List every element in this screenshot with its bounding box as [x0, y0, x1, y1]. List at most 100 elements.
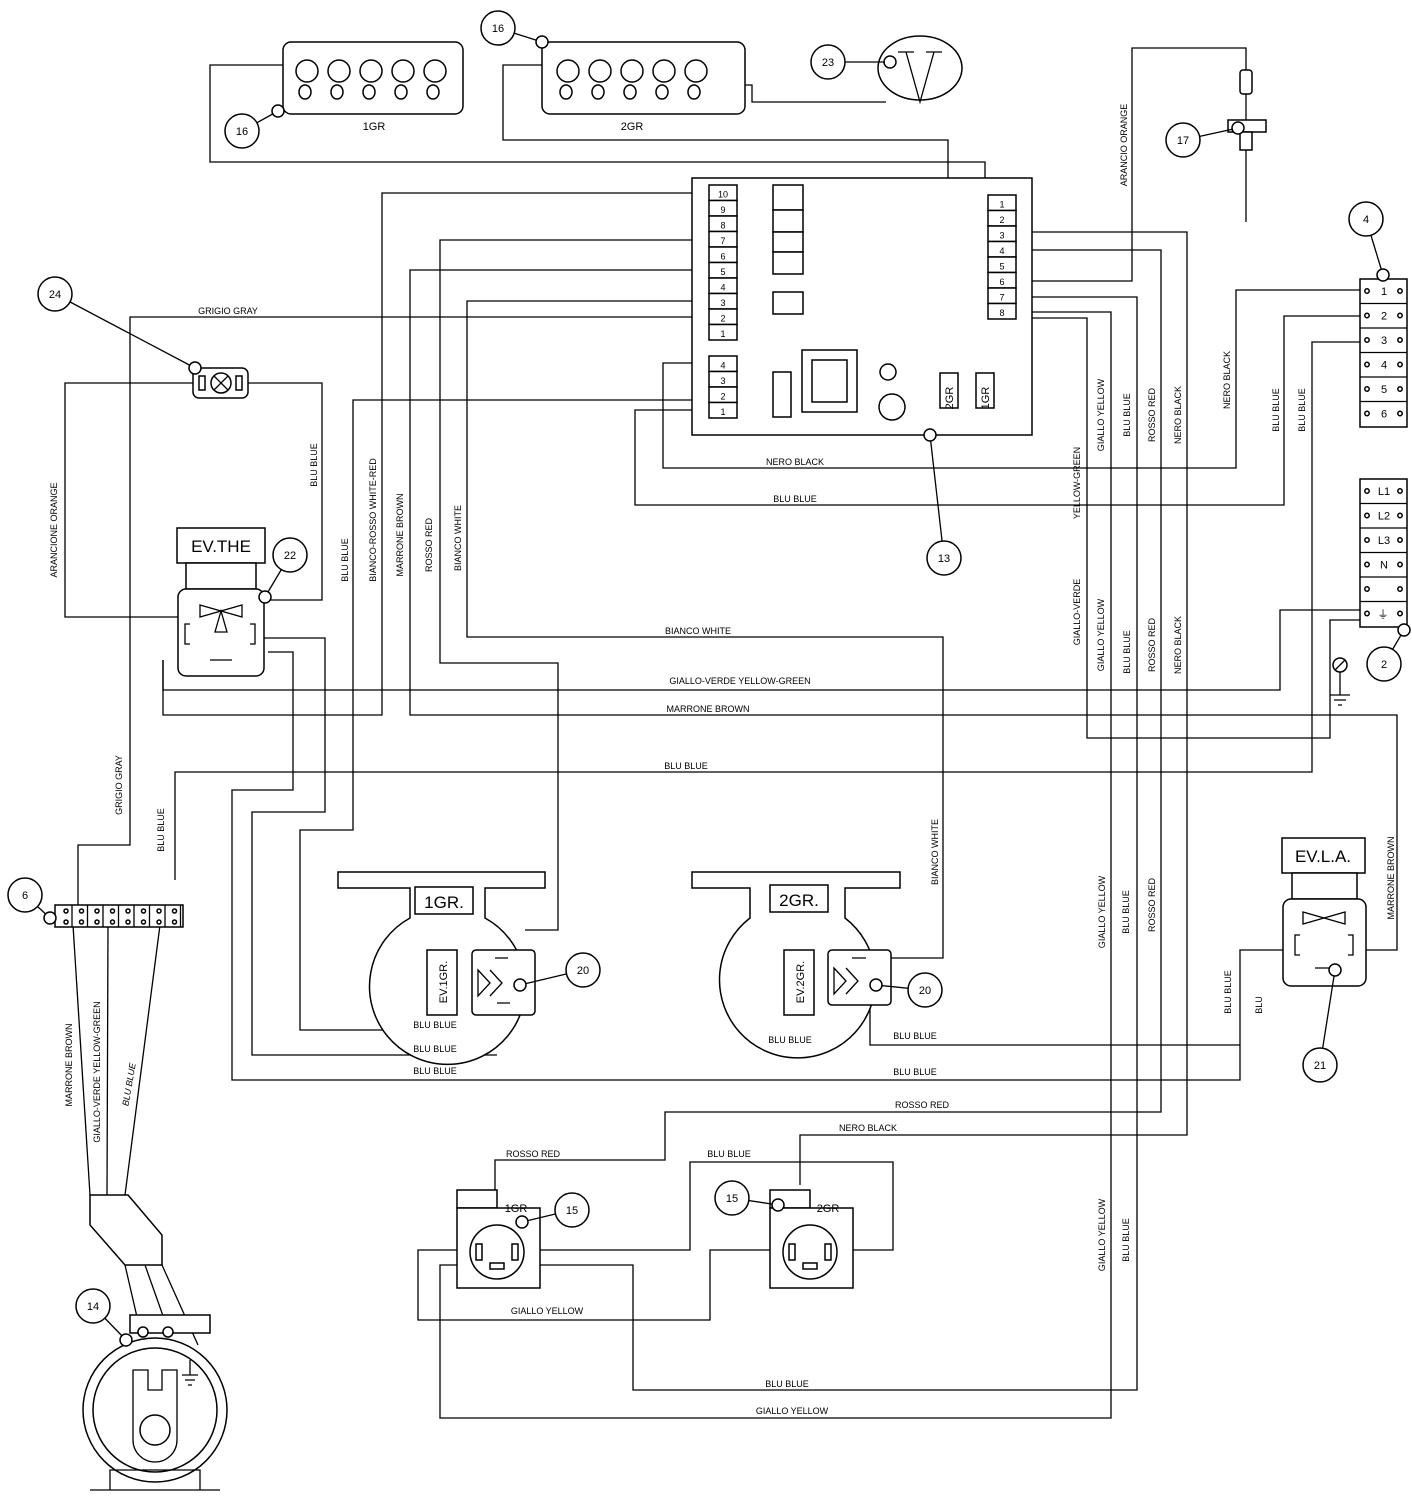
keypad-1gr-led — [426, 84, 440, 100]
wire-pressure-blu — [522, 1161, 894, 1251]
keypad-2gr-led — [687, 84, 701, 100]
callout-number: 20 — [919, 985, 931, 997]
group-2gr: 2GR. EV.2GR. — [691, 871, 901, 1059]
wire-label-rosso-red-h: ROSSO RED — [895, 1100, 950, 1110]
callout-c22 — [272, 537, 308, 573]
wire-nero-black-2 — [799, 231, 1188, 1185]
keypad-1gr-led — [330, 84, 344, 100]
wire-label-nero-black-h: NERO BLACK — [766, 457, 824, 467]
callout-number: 24 — [49, 289, 61, 301]
wire-label-marrone-brown-v3: MARRONE BROWN — [64, 1024, 74, 1107]
board-right-pin: 3 — [999, 231, 1004, 241]
callout-c24 — [37, 276, 73, 312]
wire-label-blu-blue-h4: BLU BLUE — [707, 1149, 751, 1159]
board-right-pin: 4 — [999, 246, 1004, 256]
board-left-pin: 8 — [720, 221, 725, 231]
keypad-2gr-label: 2GR — [621, 121, 644, 133]
callout-number: 15 — [726, 1193, 738, 1205]
wire-label-blu-blue-v3: BLU BLUE — [1271, 388, 1281, 432]
wire-label-rosso-red-h2: ROSSO RED — [506, 1149, 561, 1159]
wire-lamp-blu — [243, 382, 323, 601]
wire-label-bianco-white-h: BIANCO WHITE — [665, 626, 731, 636]
board-small-pin: 2 — [720, 392, 725, 402]
keypad-2gr-button-icon — [620, 59, 644, 83]
wire-giallo-verde — [162, 609, 1367, 691]
wire-bianco-rosso — [162, 192, 709, 716]
callout-c21 — [1302, 1047, 1338, 1083]
sensor-23 — [877, 35, 963, 105]
terminal-top-label: 1 — [1381, 286, 1387, 298]
keypad-2gr-led — [559, 84, 573, 100]
keypad-1gr-led — [394, 84, 408, 100]
pressure-switch-2gr: 2GR — [769, 1189, 854, 1289]
wire-ev2-blu — [869, 1005, 1240, 1046]
pump-motor-14 — [82, 1194, 228, 1491]
terminal-top-label: 4 — [1381, 360, 1387, 372]
wire-evthe-blu-2 — [231, 651, 1297, 1081]
keypad-2gr-led — [655, 84, 669, 100]
board-left-pin: 10 — [718, 190, 728, 200]
board-2gr-label: 2GR — [944, 387, 956, 410]
keypad-1gr-label: 1GR — [363, 121, 386, 133]
callout-c16a — [224, 113, 260, 149]
board-small-pin: 4 — [720, 361, 725, 371]
ev-la-valve: EV.L.A. — [1281, 837, 1367, 987]
ground-terminal — [1330, 665, 1350, 706]
wire-label-giallo-verde-long: GIALLO-VERDE YELLOW-GREEN — [92, 1001, 102, 1142]
keypad-1gr-button-icon — [295, 59, 319, 83]
callout-number: 16 — [236, 126, 248, 138]
keypad-2gr-button-icon — [588, 59, 612, 83]
callout-c17 — [1165, 122, 1201, 158]
wire-giallo-yellow — [439, 311, 1112, 1419]
wire-label-blu-blue-v5: BLU BLUE — [1122, 630, 1132, 674]
wire-label-giallo-yellow-v1: GIALLO YELLOW — [1096, 378, 1106, 451]
board-right-pin: 6 — [999, 277, 1004, 287]
wire-label-marrone-brown-v: MARRONE BROWN — [395, 494, 405, 577]
wire-label-giallo-yellow-h2: GIALLO YELLOW — [756, 1406, 829, 1416]
keypad-2gr-led — [623, 84, 637, 100]
wire-label-blu-blue-lamp: BLU BLUE — [309, 443, 319, 487]
board-right-pin: 8 — [999, 308, 1004, 318]
wire-yellow-green-2 — [1018, 317, 1367, 739]
wire-label-nero-black-v4: NERO BLACK — [1173, 616, 1183, 674]
keypad-1gr-led — [298, 84, 312, 100]
board-right-pin: 2 — [999, 215, 1004, 225]
callout-number: 21 — [1314, 1060, 1326, 1072]
pressure-switch-1gr: 1GR — [456, 1189, 541, 1289]
wire-label-grigio-gray: GRIGIO GRAY — [198, 306, 258, 316]
wire-pressure-giallo — [417, 1249, 790, 1321]
group-2gr-label: 2GR. — [779, 891, 819, 910]
wire-label-rosso-red-v: ROSSO RED — [424, 517, 434, 572]
callout-number: 20 — [577, 965, 589, 977]
terminal-bottom-label: N — [1380, 560, 1388, 572]
callout-c15a — [554, 1192, 590, 1228]
callout-c20a — [565, 952, 601, 988]
callout-c16b — [480, 10, 516, 46]
ev-1gr-label: EV.1GR. — [438, 961, 450, 1003]
callout-number: 6 — [22, 890, 28, 902]
lamp-24 — [192, 367, 249, 399]
wires — [64, 47, 1398, 1419]
wire-blu-blue-terminal — [634, 315, 1367, 506]
wire-harness-blu — [124, 924, 161, 1196]
keypad-1gr-button-icon — [391, 59, 415, 83]
wire-label-giallo-yellow-v3: GIALLO YELLOW — [1097, 875, 1107, 948]
wire-label-blu-blue-g2a: BLU BLUE — [768, 1035, 812, 1045]
wire-label-blu-blue-v6: BLU BLUE — [156, 808, 166, 852]
wire-label-bianco-rosso: BIANCO-ROSSO WHITE-RED — [368, 458, 378, 582]
level-probe-17 — [1227, 69, 1267, 222]
wire-label-giallo-yellow-h: GIALLO YELLOW — [511, 1306, 584, 1316]
callout-c14 — [75, 1288, 111, 1324]
wire-label-giallo-yellow-v2: GIALLO YELLOW — [1096, 598, 1106, 671]
board-left-pin: 7 — [720, 236, 725, 246]
wire-label-nero-black-v2: NERO BLACK — [1173, 386, 1183, 444]
pressure-2gr-label: 2GR — [817, 1203, 840, 1215]
board-left-pin: 9 — [720, 205, 725, 215]
pressure-1gr-label: 1GR — [505, 1203, 528, 1215]
keypad-1gr-led — [362, 84, 376, 100]
board-small-pin: 3 — [720, 376, 725, 386]
terminal-top-label: 5 — [1381, 384, 1387, 396]
